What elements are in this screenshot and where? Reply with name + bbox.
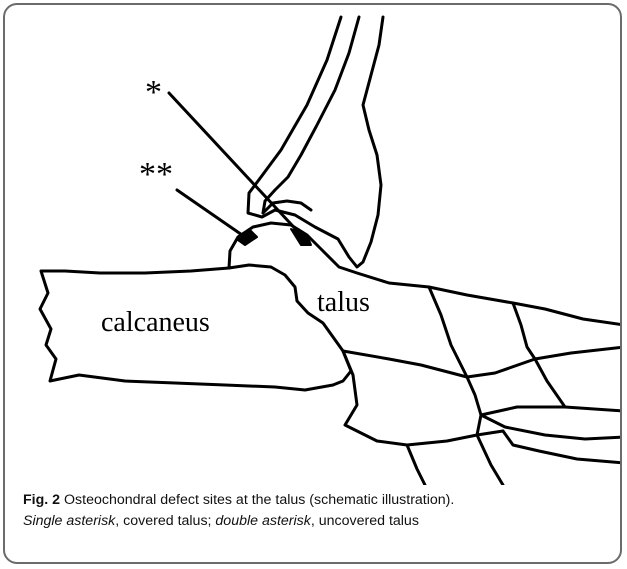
tibia-fibula-outline bbox=[248, 17, 383, 267]
calcaneus-label: calcaneus bbox=[101, 307, 210, 338]
figure-panel: * ** calcaneus talus Fig. 2 Osteochondra… bbox=[3, 3, 622, 564]
caption-title: Osteochondral defect sites at the talus … bbox=[64, 492, 454, 508]
figure-caption: Fig. 2 Osteochondral defect sites at the… bbox=[23, 490, 613, 532]
single-asterisk-term: Single asterisk bbox=[23, 513, 115, 529]
single-asterisk-label: * bbox=[145, 74, 162, 111]
single-asterisk-description: , covered talus; bbox=[115, 513, 215, 529]
ankle-schematic: * ** calcaneus talus bbox=[5, 5, 622, 485]
double-asterisk-pointer bbox=[177, 190, 245, 237]
double-asterisk-description: , uncovered talus bbox=[311, 513, 419, 529]
talus-label: talus bbox=[317, 287, 370, 318]
double-asterisk-term: double asterisk bbox=[215, 513, 310, 529]
talus-outline bbox=[229, 223, 622, 325]
single-asterisk-pointer bbox=[169, 93, 303, 237]
double-asterisk-label: ** bbox=[139, 156, 173, 193]
figure-number: Fig. 2 bbox=[23, 492, 60, 508]
